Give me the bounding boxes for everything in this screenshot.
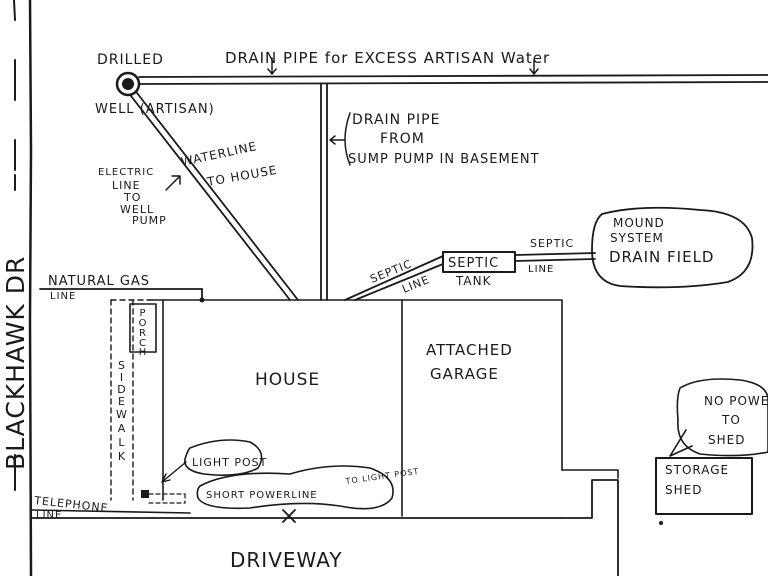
svg-text:E: E <box>118 395 126 408</box>
mound-label-1: MOUND <box>613 216 665 230</box>
waterline-label-2: TO HOUSE <box>205 163 278 189</box>
drain-pipe-excess-label: DRAIN PIPE for EXCESS ARTISAN Water <box>225 49 550 67</box>
mound-system-cloud <box>591 206 754 289</box>
short-power-label-2: TO LIGHT POST <box>344 467 420 486</box>
porch <box>129 303 157 353</box>
arrow-icon <box>161 461 187 483</box>
svg-text:K: K <box>118 450 126 463</box>
natural-gas-label-1: NATURAL GAS <box>48 274 150 289</box>
svg-text:R: R <box>139 328 147 339</box>
drain-pipe-sump <box>320 83 346 301</box>
septic-tank-label-1: SEPTIC <box>448 256 499 271</box>
driveway-edge <box>31 479 619 576</box>
drain-pipe-sump-label-1: DRAIN PIPE <box>352 112 440 128</box>
no-power-label-1: NO POWER <box>704 394 768 408</box>
septic-line-right-label-1: SEPTIC <box>530 237 574 250</box>
septic-line-right-label-2: LINE <box>528 264 554 275</box>
no-power-callout <box>676 378 768 457</box>
mound-label-3: DRAIN FIELD <box>609 248 714 266</box>
waterline-to-house <box>130 92 299 301</box>
electric-label-2: LINE <box>112 179 141 192</box>
arrow-icon <box>529 59 539 75</box>
waterline-label-1: WATERLINE <box>180 139 259 169</box>
sidewalk <box>110 299 151 501</box>
electric-label-1: ELECTRIC <box>98 167 154 178</box>
svg-text:P: P <box>139 308 146 319</box>
street-dashes <box>13 0 16 491</box>
shed-post-mark <box>659 521 663 525</box>
svg-text:L: L <box>118 436 125 449</box>
svg-text:D: D <box>117 383 126 396</box>
sidewalk-label: S I D E W A L K <box>116 359 128 463</box>
light-post-label: LIGHT POST <box>192 456 267 469</box>
septic-line-to-mound <box>514 252 596 262</box>
electric-label-5: PUMP <box>132 214 167 227</box>
brace-mark <box>344 112 351 166</box>
house-label: HOUSE <box>255 370 320 390</box>
svg-text:O: O <box>139 318 148 329</box>
left-border-line <box>28 0 33 576</box>
telephone-label-2: LINE <box>36 510 62 521</box>
porch-label: P O R C H <box>139 308 148 358</box>
septic-line-to-tank <box>344 255 444 301</box>
short-power-label-1: SHORT POWERLINE <box>206 490 318 501</box>
septic-tank-label-2: TANK <box>455 274 492 288</box>
street-label: BLACKHAWK DR <box>1 256 30 470</box>
natural-gas-label-2: LINE <box>50 291 76 302</box>
telephone-line <box>31 509 191 514</box>
driveway-label: DRIVEWAY <box>230 548 343 572</box>
mound-label-2: SYSTEM <box>610 231 664 245</box>
storage-label-1: STORAGE <box>665 463 729 477</box>
arrow-icon <box>329 135 346 145</box>
natural-gas-line <box>39 288 205 303</box>
drain-pipe-sump-label-3: SUMP PUMP IN BASEMENT <box>348 152 540 167</box>
well-icon <box>115 71 141 97</box>
light-post-icon <box>141 490 149 498</box>
no-power-label-3: SHED <box>708 433 745 447</box>
x-mark-icon <box>282 509 296 523</box>
svg-text:C: C <box>139 338 147 349</box>
short-powerline-callout <box>196 465 394 510</box>
short-powerline <box>148 493 186 504</box>
garage-label-2: GARAGE <box>430 365 499 383</box>
drain-pipe-excess <box>138 57 768 85</box>
arrow-icon <box>165 175 181 191</box>
septic-tank <box>442 251 516 273</box>
well-label: WELL (ARTISAN) <box>95 102 215 117</box>
drilled-label: DRILLED <box>97 52 164 68</box>
no-power-label-2: TO <box>721 413 741 427</box>
electric-label-4: WELL <box>120 203 154 216</box>
drain-pipe-sump-label-2: FROM <box>380 131 425 147</box>
svg-text:I: I <box>120 371 124 384</box>
svg-text:H: H <box>139 347 148 358</box>
svg-text:A: A <box>118 422 127 435</box>
storage-shed <box>655 457 753 515</box>
storage-label-2: SHED <box>665 483 702 497</box>
svg-text:S: S <box>118 359 126 372</box>
electric-label-3: TO <box>123 191 141 204</box>
arrow-icon <box>267 57 277 75</box>
callout-pointer <box>669 429 693 457</box>
house-outline <box>149 299 619 517</box>
svg-text:W: W <box>116 408 128 421</box>
septic-line-left-label-2: LINE <box>400 273 431 296</box>
garage-label-1: ATTACHED <box>426 341 513 359</box>
